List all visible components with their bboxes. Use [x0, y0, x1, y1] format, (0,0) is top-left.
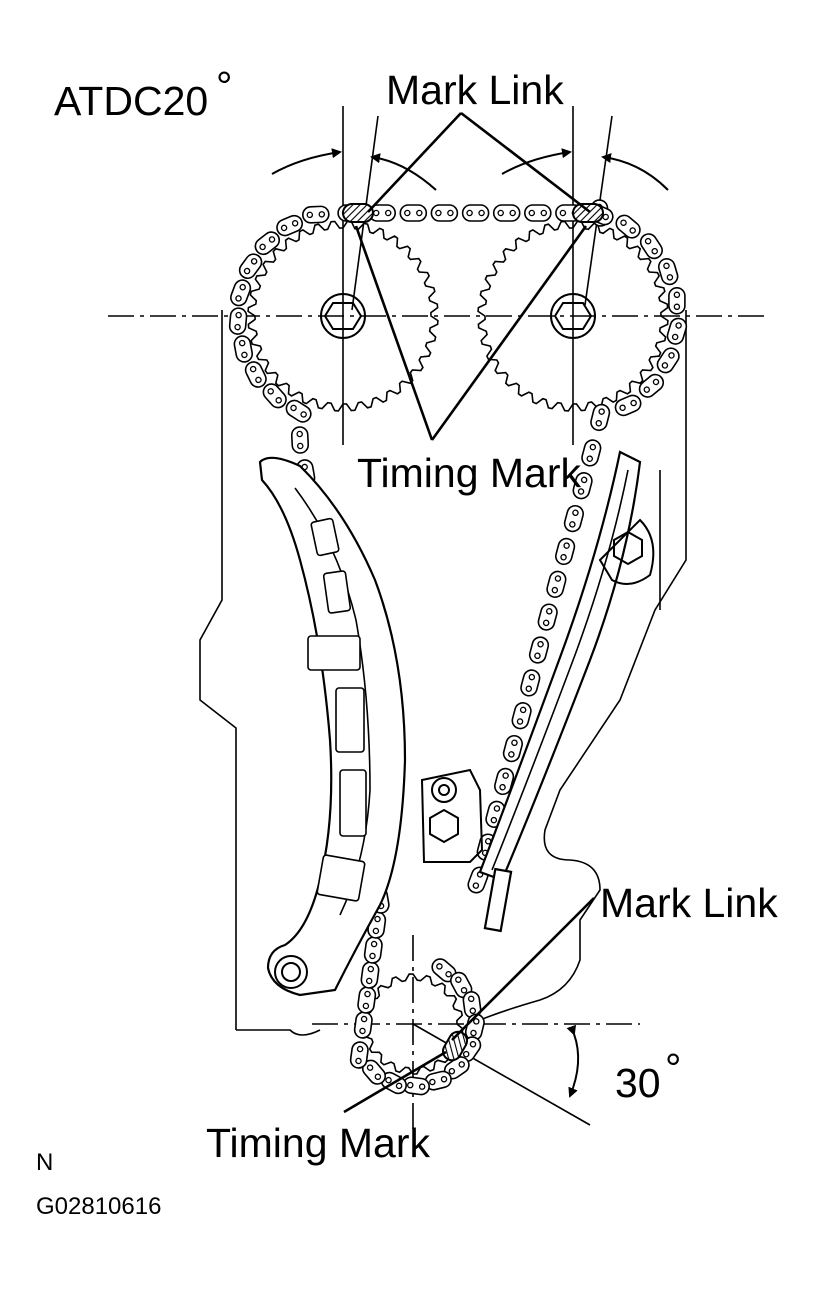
leader-lines [343, 111, 595, 1114]
chain-link [262, 383, 287, 409]
chain-link [285, 399, 312, 423]
chain-link [523, 204, 552, 222]
chain-link [537, 603, 558, 631]
chain-link [228, 307, 248, 335]
crank-mark-link [442, 1030, 468, 1062]
chain-link [238, 253, 263, 280]
chain-link [230, 279, 252, 307]
chain-link [520, 669, 541, 697]
right-mark-link-label: Mark Link [600, 880, 778, 926]
chain-guide [478, 450, 655, 933]
chain-link [276, 214, 304, 237]
chain-link [254, 231, 281, 256]
top-mark-link-label: Mark Link [386, 67, 564, 113]
chain-link [666, 317, 688, 345]
chain-link [430, 204, 459, 222]
chain-link [614, 394, 642, 417]
chain-link [581, 439, 602, 467]
crank-degree-sign: ° [665, 1045, 681, 1091]
chain-link [443, 1056, 470, 1080]
figure-id: G02810616 [36, 1193, 161, 1220]
chain-link [302, 205, 330, 224]
chain-link [657, 258, 679, 286]
chain-link [349, 1041, 369, 1069]
engine-block-outline [199, 310, 687, 1036]
chain-tensioner [420, 768, 484, 863]
chain-link [494, 767, 515, 796]
chain-link [656, 347, 680, 374]
chain-link [639, 233, 663, 260]
angle-label: ATDC20 [54, 78, 208, 124]
chain-link [492, 204, 521, 222]
chain-link [244, 361, 267, 388]
crank-angle-label: 30 [615, 1060, 661, 1106]
chain-link [638, 373, 665, 398]
chain-link [511, 702, 532, 730]
chain-link [590, 403, 611, 432]
exhaust-cam-sprocket [477, 220, 669, 412]
chain-link [528, 636, 550, 664]
rotation-arrows [271, 148, 669, 191]
chain-link [546, 570, 567, 598]
chain-link [502, 734, 523, 763]
chain-link [668, 286, 686, 315]
timing-mark-bottom-label: Timing Mark [206, 1120, 430, 1166]
chain-link [233, 335, 254, 363]
chain-link [363, 936, 383, 964]
chain-link [461, 204, 490, 222]
exhaust-cam-bolt [550, 293, 596, 339]
chain-link [357, 986, 377, 1014]
chain-link [615, 214, 641, 239]
exhaust-mark-link [572, 203, 604, 223]
chain-link [572, 472, 593, 500]
chain-link [399, 204, 428, 222]
chain-link [368, 204, 397, 222]
intake-cam-bolt [320, 293, 366, 339]
intake-cam-sprocket [247, 220, 439, 412]
chain-link [290, 426, 310, 454]
chain-slipper [258, 456, 407, 997]
view-code: N [36, 1149, 53, 1176]
intake-mark-link [342, 203, 374, 223]
timing-mark-top-label: Timing Mark [357, 450, 581, 496]
chain-link [353, 1011, 373, 1039]
angle-degree-sign: ° [216, 63, 232, 109]
chain-link [555, 537, 576, 566]
chain-link [360, 961, 380, 989]
chain-link [563, 504, 584, 533]
chain-link [450, 971, 473, 999]
crank-angle-arc [566, 1024, 580, 1098]
